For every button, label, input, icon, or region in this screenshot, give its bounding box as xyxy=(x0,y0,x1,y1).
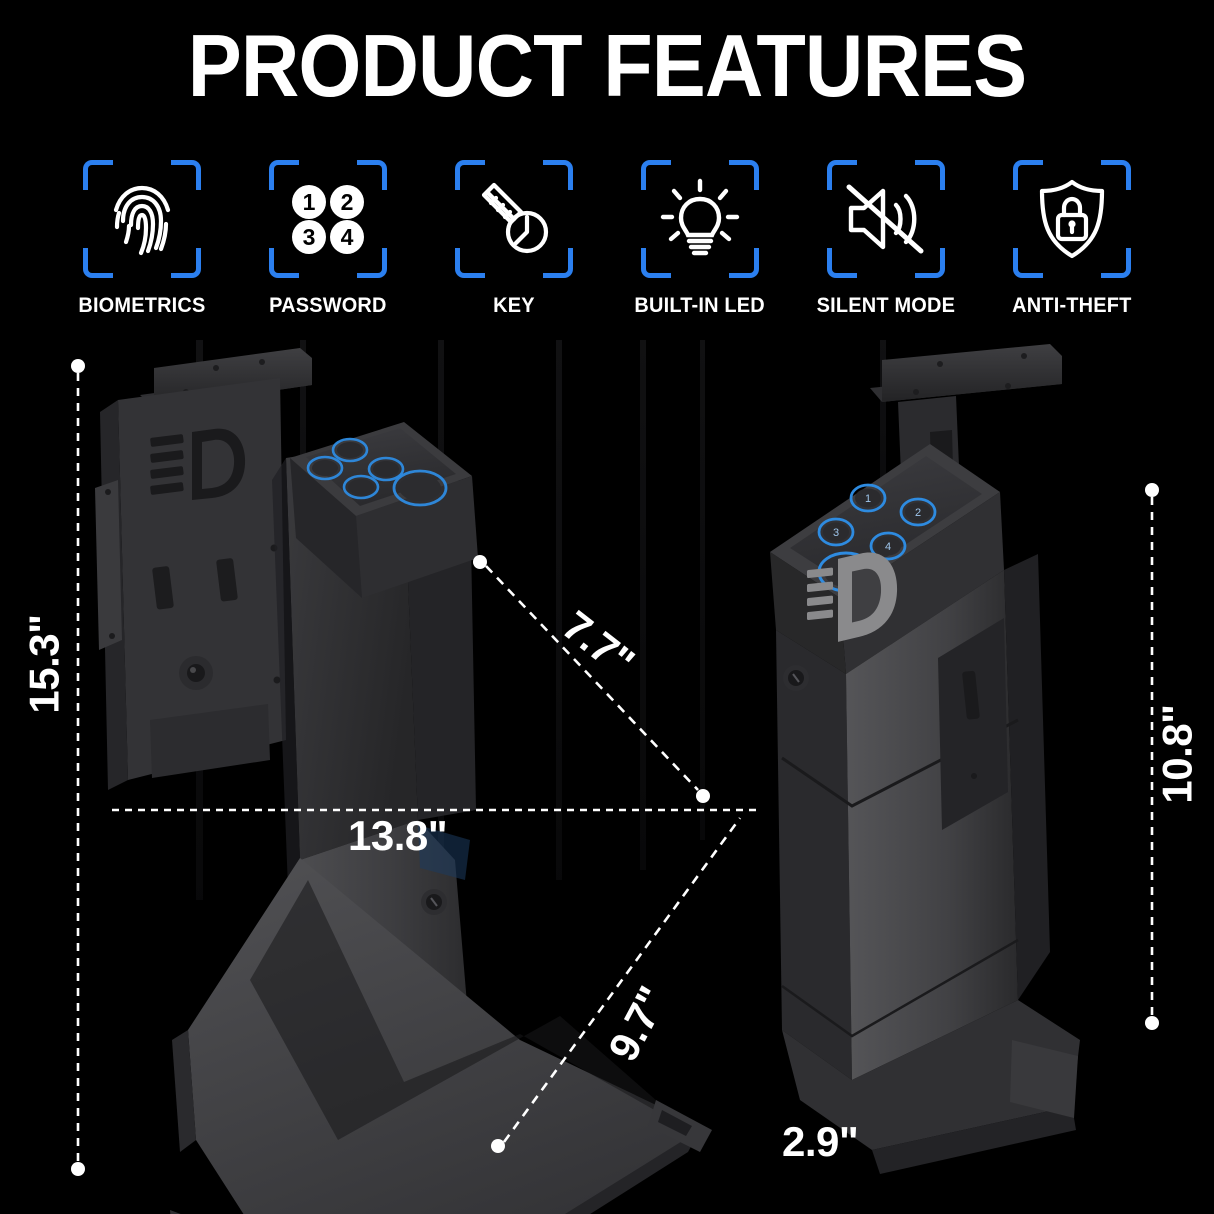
keypad-digit-3: 3 xyxy=(833,527,839,539)
feature-label-key: KEY xyxy=(493,294,535,317)
dimension-label-length-open: 13.8" xyxy=(348,812,448,859)
safe-body-right xyxy=(776,552,1050,1080)
bracket-corner-br xyxy=(357,248,387,278)
dimension-label-width-closed: 2.9" xyxy=(782,1118,859,1165)
feature-label-anti-theft: ANTI-THEFT xyxy=(1012,294,1132,317)
open-tray-left xyxy=(170,858,712,1214)
keypad-digit-1: 1 xyxy=(865,493,871,505)
feature-label-biometrics: BIOMETRICS xyxy=(78,294,206,317)
fingerprint-icon xyxy=(97,174,187,264)
bracket-corner-tr xyxy=(171,160,201,190)
icon-frame-silent-mode xyxy=(827,160,945,278)
dim-line-97 xyxy=(491,817,742,1153)
key-icon xyxy=(469,174,559,264)
lightbulb-icon xyxy=(655,174,745,264)
keypad-numbers-icon: 1 2 3 4 xyxy=(283,174,373,264)
feature-item-biometrics: BIOMETRICS xyxy=(52,160,232,318)
keypad-digit-1: 1 xyxy=(303,189,316,215)
feature-item-anti-theft: ANTI-THEFT xyxy=(982,160,1162,318)
tray-tab-right xyxy=(1010,1040,1078,1118)
feature-item-built-in-led: BUILT-IN LED xyxy=(610,160,790,318)
icon-frame-anti-theft xyxy=(1013,160,1131,278)
feature-item-key: KEY xyxy=(424,160,604,318)
bracket-corner-bl xyxy=(641,248,671,278)
closed-safe-view: 1 2 3 4 xyxy=(770,344,1080,1174)
icon-frame-password: 1 2 3 4 xyxy=(269,160,387,278)
keypad-digit-2: 2 xyxy=(915,507,921,519)
vent-logo-slots xyxy=(150,428,246,500)
icon-frame-key xyxy=(455,160,573,278)
feature-strip: BIOMETRICS 1 2 3 4 xyxy=(52,160,1162,335)
feature-label-built-in-led: BUILT-IN LED xyxy=(634,294,766,317)
bracket-corner-bl xyxy=(269,248,299,278)
dimension-lines xyxy=(71,359,1159,1176)
dim-line-77 xyxy=(473,555,710,803)
keypad-digit-2: 2 xyxy=(341,189,354,215)
bracket-corner-tl xyxy=(455,160,485,190)
keypad-digit-4: 4 xyxy=(885,541,891,553)
key-lock-right xyxy=(783,665,809,691)
dim-line-15 xyxy=(71,359,85,1176)
speaker-muted-icon xyxy=(841,174,931,264)
bracket-corner-tr xyxy=(543,160,573,190)
bracket-corner-tl xyxy=(1013,160,1043,190)
shield-lock-icon xyxy=(1027,174,1117,264)
led-glow-left xyxy=(418,825,470,880)
bracket-corner-br xyxy=(1101,248,1131,278)
dimension-label-height-closed: 10.8" xyxy=(1153,704,1201,804)
keypad-housing-right: 1 2 3 4 xyxy=(770,444,1004,674)
wall-mount-panel-left xyxy=(95,378,286,790)
product-scene: 1 2 3 4 xyxy=(0,340,1214,1214)
keypad-housing-left xyxy=(290,422,478,598)
icon-frame-biometrics xyxy=(83,160,201,278)
bracket-corner-br xyxy=(729,248,759,278)
tray-foot-left xyxy=(170,1210,181,1214)
bracket-corner-tl xyxy=(641,160,671,190)
bracket-corner-bl xyxy=(1013,248,1043,278)
keypad-digit-3: 3 xyxy=(303,224,316,250)
feature-label-password: PASSWORD xyxy=(269,294,387,317)
bracket-corner-br xyxy=(543,248,573,278)
key-lock-left xyxy=(421,889,447,915)
closed-safe-tray xyxy=(782,1000,1080,1174)
bracket-corner-tr xyxy=(1101,160,1131,190)
page-title: PRODUCT FEATURES xyxy=(187,16,1027,115)
recessed-panel-right xyxy=(938,618,1008,830)
dimension-label-height-open: 15.3" xyxy=(20,614,68,714)
bracket-corner-tr xyxy=(915,160,945,190)
open-safe-view xyxy=(95,348,712,1214)
feature-item-silent-mode: SILENT MODE xyxy=(796,160,976,318)
feature-item-password: 1 2 3 4 PASSWORD xyxy=(238,160,418,318)
bracket-corner-tl xyxy=(83,160,113,190)
brand-d-logo xyxy=(807,552,898,642)
keypad-digit-4: 4 xyxy=(341,224,354,250)
icon-frame-built-in-led xyxy=(641,160,759,278)
bracket-corner-tl xyxy=(269,160,299,190)
bracket-corner-br xyxy=(915,248,945,278)
bracket-corner-br xyxy=(171,248,201,278)
bracket-corner-bl xyxy=(455,248,485,278)
fingerprint-pad-left xyxy=(392,469,448,507)
bracket-corner-tr xyxy=(729,160,759,190)
bracket-corner-tl xyxy=(827,160,857,190)
keypad-buttons-left xyxy=(306,437,448,507)
bracket-corner-bl xyxy=(83,248,113,278)
feature-label-silent-mode: SILENT MODE xyxy=(816,294,956,317)
bracket-corner-tr xyxy=(357,160,387,190)
dim-line-10 xyxy=(1145,483,1159,1030)
bracket-corner-bl xyxy=(827,248,857,278)
